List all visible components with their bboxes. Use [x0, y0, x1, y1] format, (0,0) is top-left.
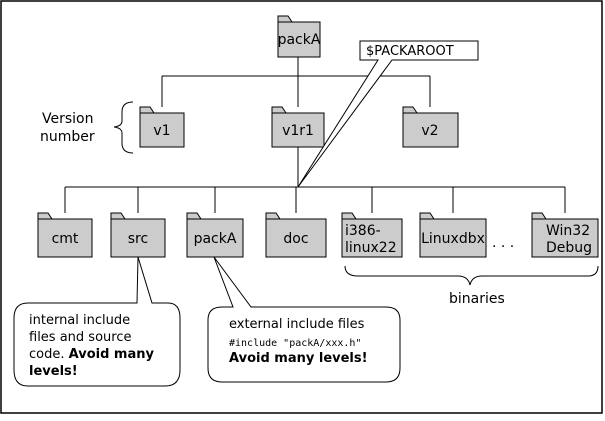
folder-v1-icon — [139, 112, 185, 148]
external-callout-bubble — [207, 256, 401, 383]
folder-tab — [341, 212, 357, 220]
external-callout-code: #include "packA/xxx.h" — [229, 338, 361, 349]
folder-tab — [37, 212, 53, 220]
folder-tab — [531, 212, 547, 220]
folder-label-i386-line2: linux22 — [345, 240, 397, 256]
folder-label-i386-line1: i386- — [345, 223, 381, 239]
folder-label-packA-include: packA — [194, 231, 237, 247]
internal-callout-code-text: code. — [29, 347, 69, 362]
folder-label-v2: v2 — [421, 123, 438, 139]
internal-callout-line3: code. Avoid many — [29, 347, 154, 362]
internal-include-callout: internal include files and source code. … — [13, 256, 181, 387]
version-label-line2: number — [40, 129, 95, 145]
packaroot-callout-shape — [297, 40, 479, 188]
folder-tab — [277, 15, 293, 23]
folder-cmt-icon — [37, 218, 93, 258]
packaroot-label: $PACKAROOT — [366, 44, 454, 59]
folder-label-linuxdbx: Linuxdbx — [421, 231, 485, 247]
external-callout-line1: external include files — [229, 317, 365, 332]
folder-tab — [186, 212, 202, 220]
tree-connectors — [64, 57, 566, 213]
folder-tab — [271, 106, 287, 114]
folder-v1r1-icon — [271, 112, 325, 148]
version-label-line1: Version — [42, 111, 93, 127]
folder-v2-icon — [402, 112, 459, 148]
folder-packA-root-icon — [277, 21, 321, 58]
folder-label-v1r1: v1r1 — [282, 123, 314, 139]
folder-label-win32-line2: Debug — [546, 240, 592, 256]
folder-label-src: src — [128, 231, 148, 247]
folder-label-doc: doc — [283, 231, 308, 247]
folder-tab — [419, 212, 435, 220]
internal-callout-bubble — [13, 256, 181, 387]
internal-callout-line1: internal include — [29, 313, 130, 328]
folder-tab — [265, 212, 281, 220]
folder-i386-linux22-icon — [341, 218, 403, 258]
binaries-brace — [344, 265, 599, 286]
folder-tab — [139, 106, 155, 114]
folder-linuxdbx-icon — [419, 218, 487, 258]
folder-packA-include-icon — [186, 218, 244, 258]
folder-src-icon — [110, 218, 166, 258]
folder-label-win32-line1: Win32 — [546, 223, 590, 239]
external-include-callout: external include files #include "packA/x… — [207, 256, 401, 383]
folder-win32-debug-icon — [531, 218, 599, 258]
internal-callout-warning-part2: levels! — [29, 364, 78, 379]
folder-label-v1: v1 — [153, 123, 170, 139]
version-brace — [113, 101, 134, 154]
folder-tab — [110, 212, 126, 220]
external-callout-warning: Avoid many levels! — [229, 351, 368, 366]
folder-tab — [402, 106, 418, 114]
binaries-label: binaries — [449, 291, 505, 307]
packaroot-callout: $PACKAROOT — [297, 40, 479, 188]
internal-callout-line2: files and source — [29, 330, 131, 345]
more-binaries-ellipsis: . . . — [492, 235, 514, 251]
internal-callout-warning-part1: Avoid many — [69, 347, 155, 362]
folder-label-packA-root: packA — [278, 32, 321, 48]
folder-doc-icon — [265, 218, 327, 258]
folder-label-cmt: cmt — [52, 231, 79, 247]
